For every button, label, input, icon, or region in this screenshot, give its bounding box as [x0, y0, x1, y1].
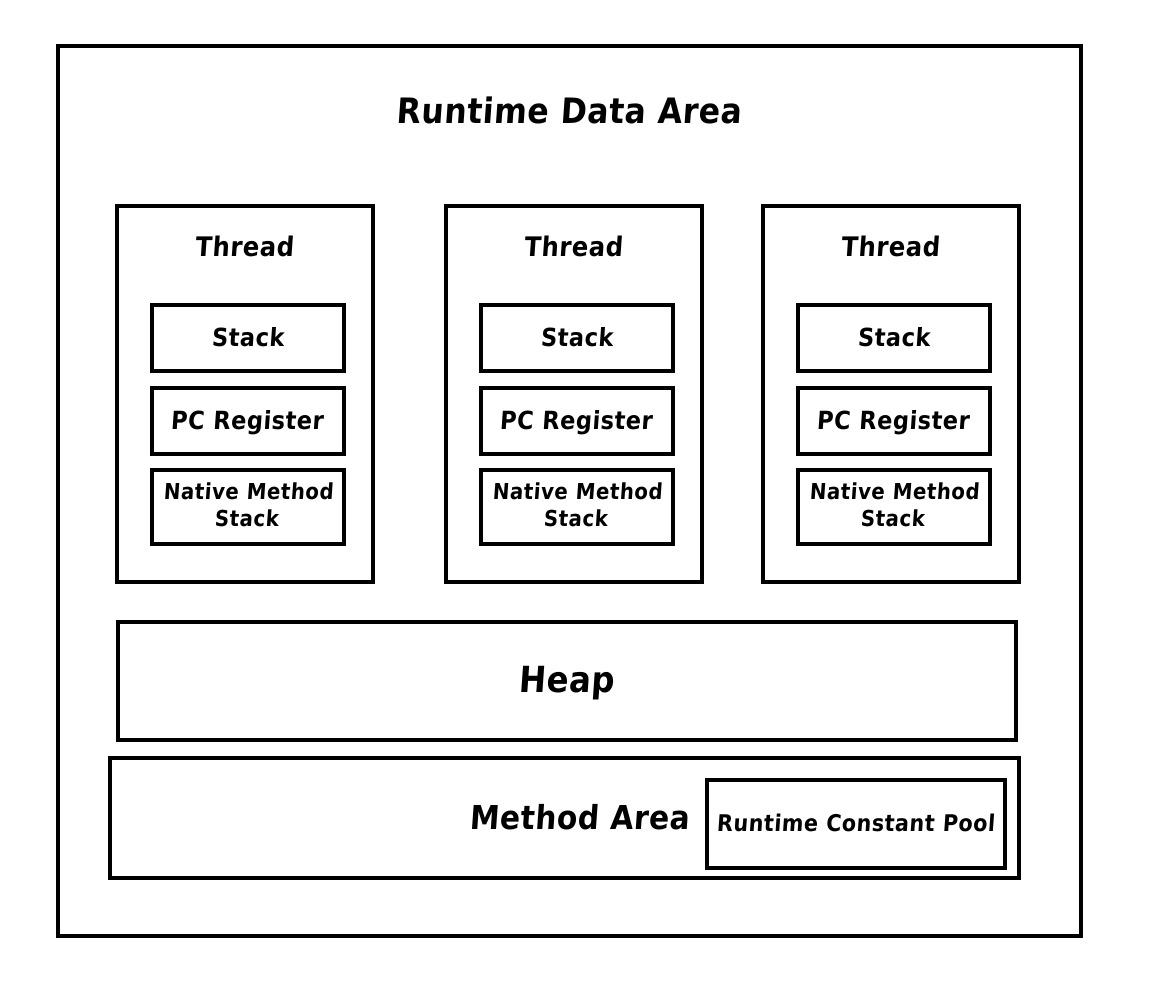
heap-box[interactable]: Heap: [116, 620, 1018, 742]
thread-3-native-method-stack-box[interactable]: Native Method Stack: [796, 468, 992, 546]
threads-row: Thread Stack PC Register Native Method S…: [115, 204, 1021, 584]
thread-slot-label: PC Register: [499, 405, 655, 435]
thread-slot-label: PC Register: [816, 405, 972, 435]
runtime-constant-pool-label: Runtime Constant Pool: [715, 810, 997, 837]
thread-slot-label: Native Method Stack: [491, 480, 665, 532]
thread-2-pc-register-box[interactable]: PC Register: [479, 386, 675, 456]
thread-box-1[interactable]: Thread Stack PC Register Native Method S…: [115, 204, 375, 584]
thread-title: Thread: [840, 232, 942, 263]
thread-1-pc-register-box[interactable]: PC Register: [150, 386, 346, 456]
thread-box-3[interactable]: Thread Stack PC Register Native Method S…: [761, 204, 1021, 584]
thread-3-stack-box[interactable]: Stack: [796, 303, 992, 373]
page-title: Runtime Data Area: [395, 92, 744, 132]
thread-slot-label: PC Register: [170, 405, 326, 435]
thread-box-2[interactable]: Thread Stack PC Register Native Method S…: [444, 204, 704, 584]
thread-title: Thread: [194, 232, 296, 263]
method-area-box[interactable]: Method Area Runtime Constant Pool: [108, 756, 1021, 880]
thread-1-native-method-stack-box[interactable]: Native Method Stack: [150, 468, 346, 546]
thread-slot-label: Native Method Stack: [808, 480, 982, 532]
thread-slot-label: Native Method Stack: [162, 480, 336, 532]
thread-2-stack-box[interactable]: Stack: [479, 303, 675, 373]
thread-3-pc-register-box[interactable]: PC Register: [796, 386, 992, 456]
thread-slot-label: Stack: [210, 322, 286, 352]
thread-title: Thread: [523, 232, 625, 263]
method-area-label: Method Area: [468, 797, 692, 837]
thread-slot-label: Stack: [539, 322, 615, 352]
thread-2-native-method-stack-box[interactable]: Native Method Stack: [479, 468, 675, 546]
runtime-constant-pool-box[interactable]: Runtime Constant Pool: [705, 778, 1007, 870]
thread-1-stack-box[interactable]: Stack: [150, 303, 346, 373]
thread-slot-label: Stack: [856, 322, 932, 352]
heap-label: Heap: [517, 659, 617, 701]
